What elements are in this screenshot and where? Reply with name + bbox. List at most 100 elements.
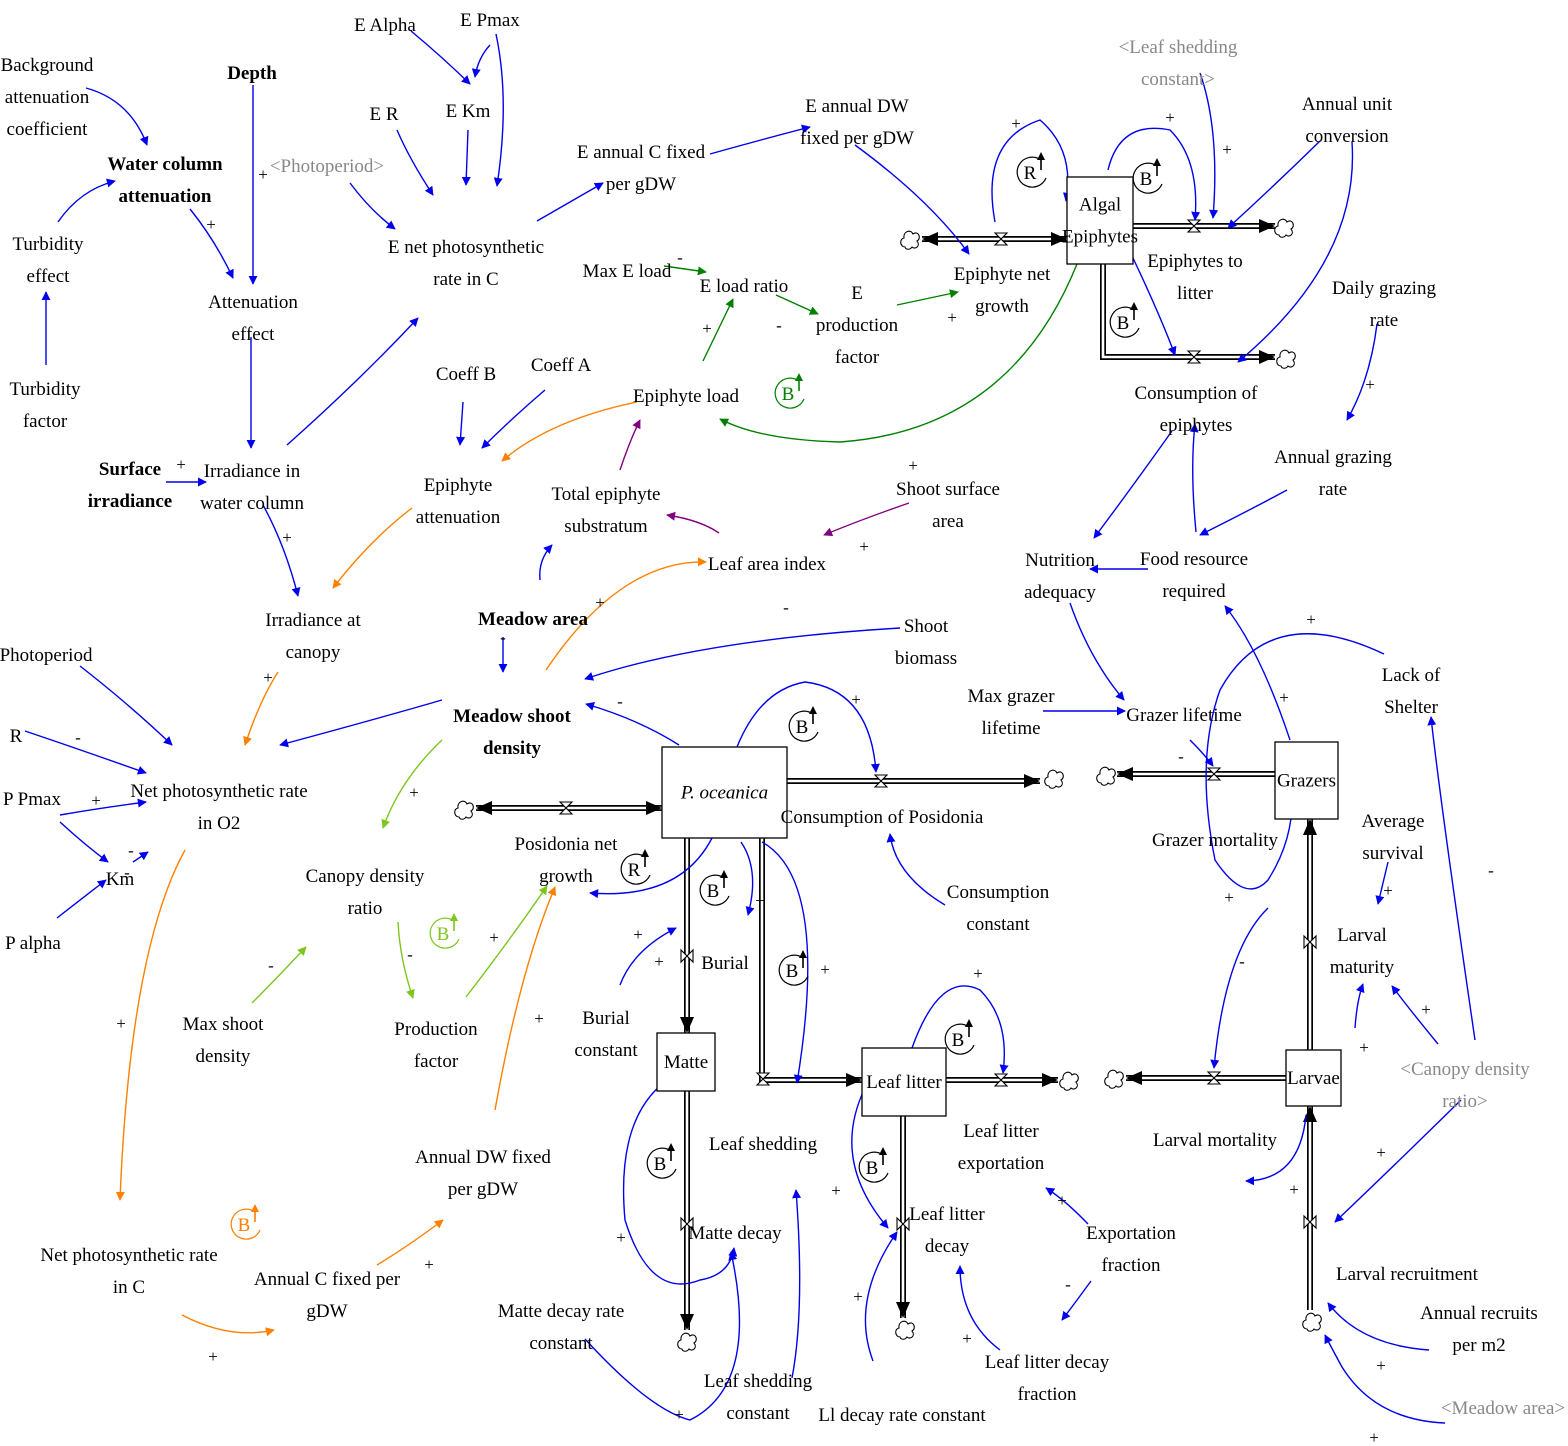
- link-77: [501, 401, 638, 462]
- svg-text:B: B: [866, 1158, 879, 1179]
- link-90: [666, 511, 720, 534]
- polarity-sign-19: -: [500, 628, 506, 647]
- variable-photoperiod-shadow: <Photoperiod>: [270, 156, 384, 177]
- polarity-sign-9: -: [124, 863, 130, 882]
- link-86: [251, 946, 307, 1004]
- variable-grazer-lifetime: Grazer lifetime: [1126, 705, 1242, 726]
- polarity-sign-30: +: [853, 1287, 863, 1306]
- link-81: [115, 849, 186, 1201]
- flow-consumption-epiphytes: [1100, 264, 1296, 369]
- polarity-sign-29: +: [831, 1181, 841, 1200]
- loop-balancing-3: B: [1109, 302, 1140, 338]
- link-57: [1093, 430, 1173, 539]
- link-62: [1224, 605, 1291, 741]
- polarity-sign-37: -: [677, 248, 683, 267]
- link-65: [1427, 716, 1476, 1041]
- link-16: [536, 182, 604, 222]
- link-72: [663, 265, 707, 276]
- polarity-sign-25: +: [633, 925, 643, 944]
- link-27: [279, 699, 443, 748]
- polarity-sign-1: +: [258, 165, 268, 184]
- variable-e-pmax: E Pmax: [460, 10, 520, 31]
- loop-reinforcing-1: R: [1016, 152, 1047, 188]
- polarity-sign-54: +: [1289, 1180, 1299, 1199]
- polarity-sign-17: +: [409, 783, 419, 802]
- variable-coeff-a: Coeff A: [531, 355, 592, 376]
- variable-larval-mortality: Larval mortality: [1153, 1130, 1277, 1151]
- link-35: [761, 841, 809, 1084]
- svg-text:B: B: [786, 961, 799, 982]
- polarity-sign-22: +: [851, 690, 861, 709]
- svg-text:B: B: [654, 1154, 667, 1175]
- polarity-sign-26: +: [654, 952, 664, 971]
- variable-epiphyte-load: Epiphyte load: [633, 386, 740, 407]
- polarity-sign-2: +: [206, 215, 216, 234]
- link-24: [59, 821, 109, 863]
- link-70: [1327, 1302, 1430, 1351]
- variable-leaf-shedding: Leaf shedding: [709, 1134, 818, 1155]
- variable-consumption-posidonia: Consumption of Posidonia: [781, 807, 984, 828]
- flow-leaf-litter-exportation: [946, 1071, 1079, 1091]
- flow-larval-mortality: [1104, 1069, 1286, 1089]
- polarity-sign-34: -: [1065, 1275, 1071, 1294]
- variable-matte-decay: Matte decay: [688, 1223, 782, 1244]
- polarity-sign-52: +: [1421, 1000, 1431, 1019]
- polarity-sign-18: +: [595, 593, 605, 612]
- polarity-sign-10: +: [116, 1014, 126, 1033]
- polarity-sign-23: +: [755, 891, 765, 910]
- flow-posidonia-net-growth: [454, 800, 662, 820]
- loop-balancing-4: B: [774, 373, 805, 409]
- link-32: [589, 837, 713, 899]
- polarity-sign-20: -: [783, 598, 789, 617]
- link-33: [736, 681, 880, 773]
- link-37: [619, 927, 677, 986]
- link-17: [709, 124, 811, 155]
- variable-grazer-mortality: Grazer mortality: [1152, 830, 1279, 851]
- link-38: [622, 1074, 738, 1285]
- svg-text:B: B: [1117, 313, 1130, 334]
- loop-balancing-7: B: [699, 870, 730, 906]
- variable-p-alpha: P alpha: [5, 933, 61, 954]
- link-51: [1237, 141, 1354, 363]
- link-39: [584, 1251, 741, 1421]
- polarity-sign-55: +: [1376, 1143, 1386, 1162]
- link-63: [1210, 907, 1269, 1069]
- polarity-sign-13: +: [534, 1009, 544, 1028]
- link-9: [262, 504, 301, 597]
- link-88: [465, 885, 548, 998]
- link-89: [619, 419, 641, 471]
- svg-text:B: B: [1140, 169, 1153, 190]
- variable-depth: Depth: [227, 63, 277, 84]
- svg-text:B: B: [707, 881, 720, 902]
- polarity-sign-4: +: [282, 528, 292, 547]
- link-19: [456, 401, 466, 446]
- link-69: [1334, 1099, 1462, 1223]
- stock-grazers: Grazers: [1274, 741, 1339, 820]
- link-84: [494, 886, 557, 1111]
- loop-balancing-13: B: [230, 1204, 261, 1240]
